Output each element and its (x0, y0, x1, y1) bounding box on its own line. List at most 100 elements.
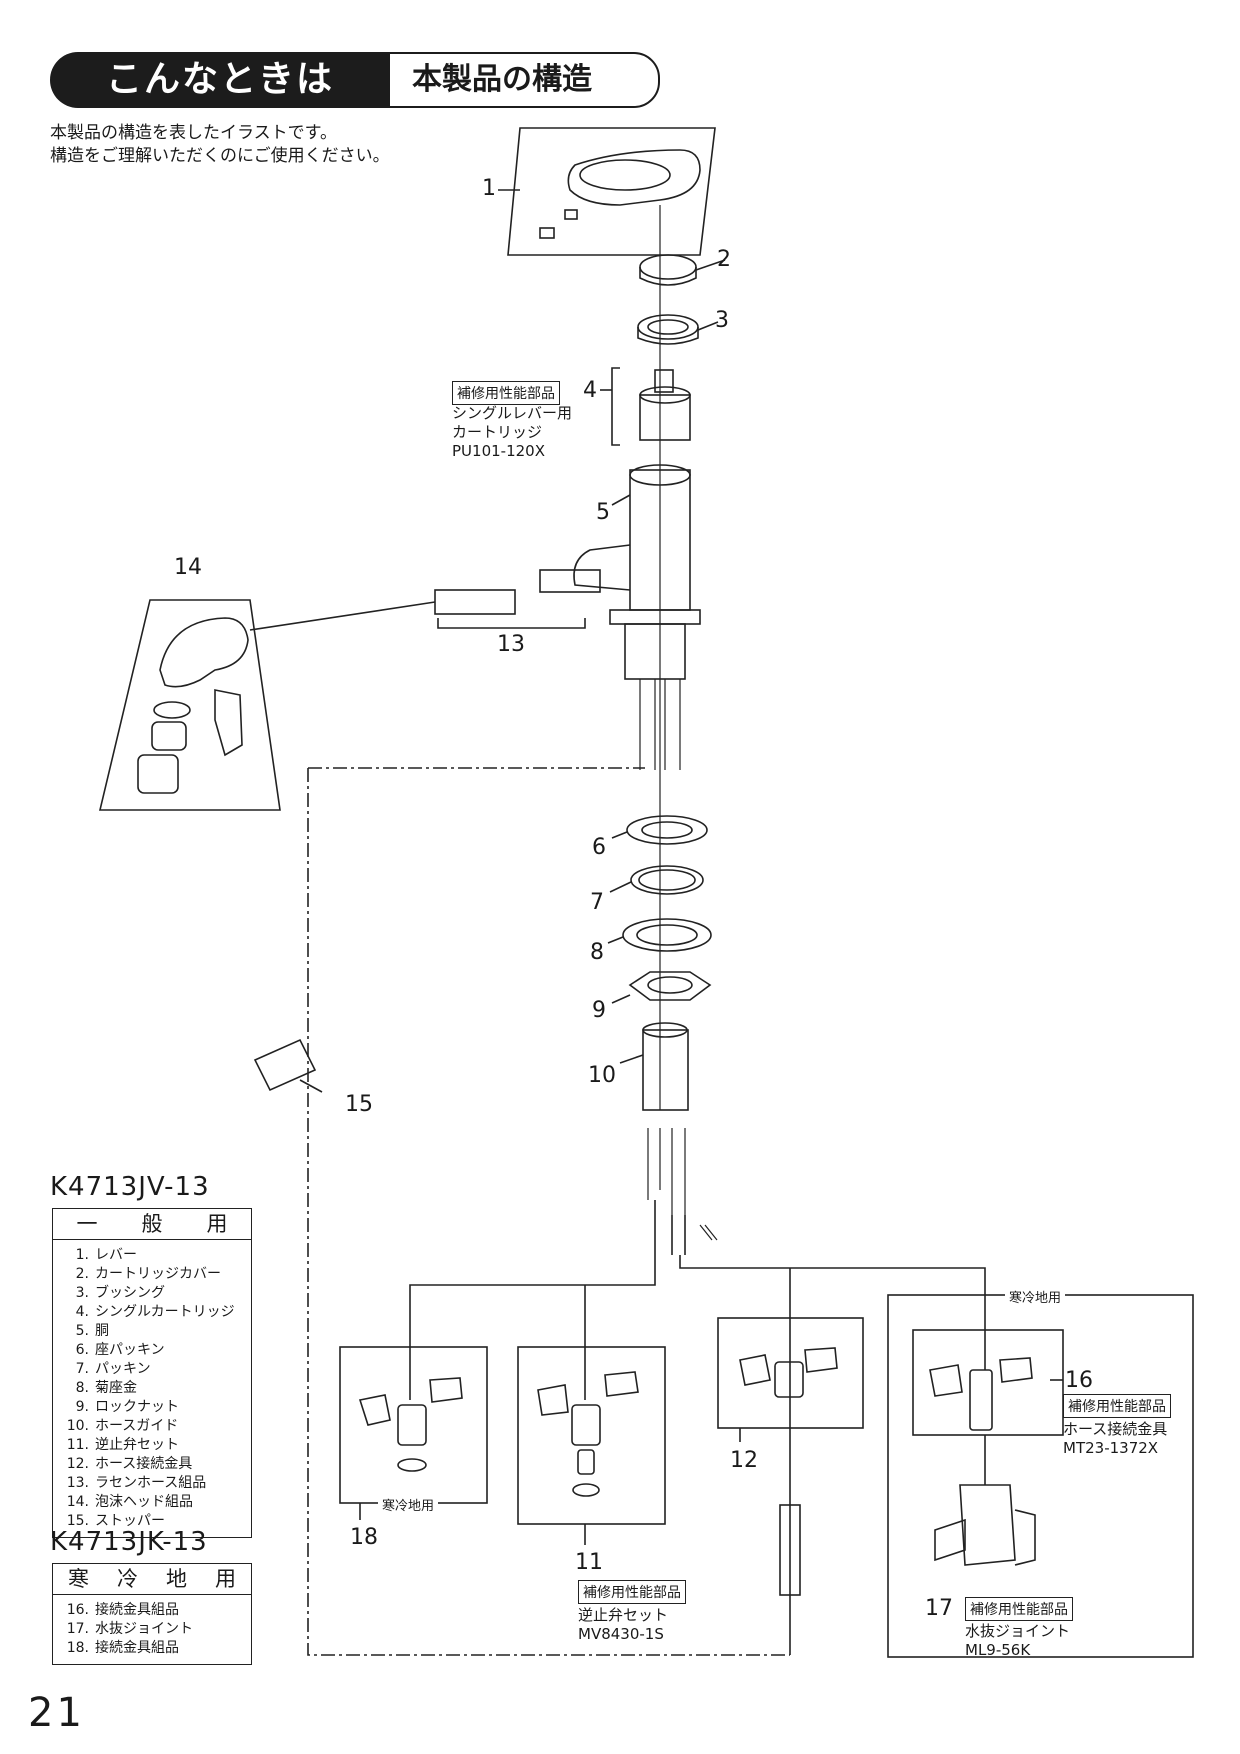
section-subtitle: 本製品の構造 (380, 52, 660, 108)
legend-item-number: 12. (66, 1456, 89, 1472)
legend-item: 17.水抜ジョイント (53, 1620, 251, 1639)
callout-14: 14 (174, 555, 202, 580)
legend-item-text: ホースガイド (95, 1418, 179, 1434)
repair-part-tag-17: 補修用性能部品 (965, 1597, 1073, 1621)
legend-item: 10. ホースガイド (53, 1417, 251, 1436)
legend-item-text: 座パッキン (95, 1342, 165, 1358)
callout-2: 2 (717, 247, 731, 272)
spiral-hose-left (434, 589, 516, 615)
legend-cold-heading-char-2: 冷 (117, 1567, 138, 1591)
legend-item-text: パッキン (95, 1361, 151, 1377)
legend-item: 6. 座パッキン (53, 1341, 251, 1360)
legend-item-text: ブッシング (95, 1285, 165, 1301)
legend-item-number: 10. (66, 1418, 89, 1434)
repair-part-tag-16: 補修用性能部品 (1063, 1394, 1171, 1418)
legend-item-number: 6. (75, 1342, 89, 1358)
legend-item-number: 3. (75, 1285, 89, 1301)
part-17-line-1: 水抜ジョイント (965, 1622, 1071, 1640)
legend-item: 3. ブッシング (53, 1284, 251, 1303)
legend-item: 1.レバー (53, 1246, 251, 1265)
part-4-line-2: カートリッジ (452, 423, 543, 441)
legend-cold-heading-char-4: 用 (215, 1567, 236, 1591)
legend-item-number: 4. (75, 1304, 89, 1320)
callout-3: 3 (715, 308, 729, 333)
callout-9: 9 (592, 998, 606, 1023)
lever-hole (579, 159, 671, 191)
legend-item-number: 5. (75, 1323, 89, 1339)
legend-item-number: 7. (75, 1361, 89, 1377)
part-11-line-2: MV8430-1S (578, 1625, 664, 1643)
callout-13: 13 (497, 632, 525, 657)
lock-nut (628, 971, 712, 1001)
hose-guide (642, 1029, 689, 1111)
legend-item-text: 菊座金 (95, 1380, 137, 1396)
callout-15: 15 (345, 1092, 373, 1117)
cold-region-label-group: 寒冷地用 (1005, 1287, 1066, 1306)
box-part-16 (912, 1329, 1064, 1436)
spray-head (159, 617, 249, 688)
packing (630, 865, 704, 895)
repair-part-tag-11: 補修用性能部品 (578, 1580, 686, 1604)
callout-16: 16 (1065, 1368, 1093, 1393)
legend-item-text: カートリッジカバー (95, 1266, 221, 1282)
legend-item: 7. パッキン (53, 1360, 251, 1379)
part-4-info: シングルレバー用 カートリッジ PU101-120X (452, 404, 572, 461)
lever-screw-small (564, 209, 578, 220)
spiral-hose-right (539, 569, 601, 593)
legend-item-number: 9. (75, 1399, 89, 1415)
part-4-line-1: シングルレバー用 (452, 404, 573, 422)
seat-packing (626, 815, 708, 845)
legend-item: 16.接続金具組品 (53, 1601, 251, 1620)
part-17-line-2: ML9-56K (965, 1641, 1031, 1659)
part-17-info: 水抜ジョイント ML9-56K (965, 1622, 1070, 1660)
legend-item: 18. 接続金具組品 (53, 1639, 251, 1658)
legend-item-text: 胴 (95, 1323, 109, 1339)
legend-item-text: ロックナット (95, 1399, 179, 1415)
legend-cold-heading-char-3: 地 (166, 1567, 187, 1591)
legend-item: 4. シングルカートリッジ (53, 1303, 251, 1322)
head-group-frame (98, 599, 281, 811)
callout-6: 6 (592, 835, 606, 860)
legend-item-text: 接続金具組品 (95, 1602, 179, 1618)
legend-general-heading: 一般用 (53, 1209, 251, 1240)
intro-text: 本製品の構造を表したイラストです。 構造をご理解いただくのにご使用ください。 (50, 122, 390, 168)
legend-general-heading-char-1: 一 (76, 1212, 98, 1236)
callout-10: 10 (588, 1063, 616, 1088)
legend-general-heading-char-3: 用 (206, 1212, 228, 1236)
legend-item: 8. 菊座金 (53, 1379, 251, 1398)
legend-item-text: ラセンホース組品 (95, 1475, 207, 1491)
repair-part-tag-4: 補修用性能部品 (452, 381, 560, 405)
legend-item-number: 8. (75, 1380, 89, 1396)
legend-item-text: レバー (95, 1247, 137, 1263)
legend-item-number: 14. (66, 1494, 89, 1510)
legend-item: 5. 胴 (53, 1322, 251, 1341)
section-title: こんなときは (50, 52, 390, 108)
legend-item-text: 泡沫ヘッド組品 (95, 1494, 193, 1510)
callout-18: 18 (350, 1525, 378, 1550)
legend-item-text: ホース接続金具 (95, 1456, 193, 1472)
spiral-hose-bottom (779, 1504, 801, 1596)
legend-item: 12. ホース接続金具 (53, 1455, 251, 1474)
legend-item: 14. 泡沫ヘッド組品 (53, 1493, 251, 1512)
legend-item-text: ストッパー (95, 1513, 165, 1529)
legend-item-number: 18. (66, 1640, 89, 1656)
legend-item-text: シングルカートリッジ (95, 1304, 235, 1320)
box-part-11 (517, 1346, 666, 1525)
drain-joint (959, 1484, 1016, 1566)
part-4-line-3: PU101-120X (452, 442, 545, 460)
part-16-line-2: MT23-1372X (1063, 1439, 1159, 1457)
legend-cold-heading: 寒冷地用 (53, 1564, 251, 1595)
legend-item-number: 11. (66, 1437, 89, 1453)
legend-item: 9. ロックナット (53, 1398, 251, 1417)
legend-item: 2.カートリッジカバー (53, 1265, 251, 1284)
part-16-info: ホース接続金具 MT23-1372X (1063, 1420, 1167, 1458)
callout-8: 8 (590, 940, 604, 965)
legend-item-text: 水抜ジョイント (95, 1621, 193, 1637)
legend-item-text: 接続金具組品 (95, 1640, 179, 1656)
part-11-info: 逆止弁セット MV8430-1S (578, 1606, 668, 1644)
intro-line-2: 構造をご理解いただくのにご使用ください。 (50, 146, 390, 166)
